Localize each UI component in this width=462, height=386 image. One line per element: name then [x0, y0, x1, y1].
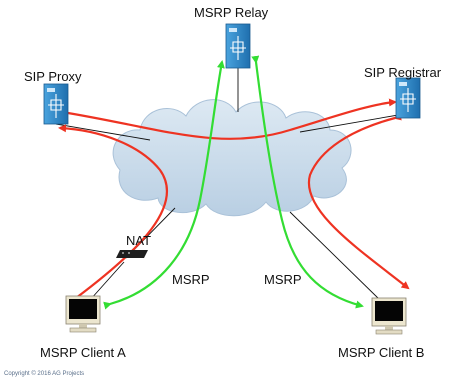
computer-icon	[371, 297, 407, 335]
server-icon	[43, 83, 69, 125]
client-b-label: MSRP Client B	[338, 345, 425, 360]
msrp-media-arrows	[103, 55, 364, 310]
computer-icon	[65, 295, 101, 333]
router-icon	[116, 250, 148, 258]
client-a-label: MSRP Client A	[40, 345, 126, 360]
copyright-text: Copyright © 2016 AG Projects	[4, 371, 85, 377]
msrp-relay-label: MSRP Relay	[194, 5, 269, 20]
sip-proxy-label: SIP Proxy	[24, 69, 82, 84]
msrp-left-label: MSRP	[172, 272, 210, 287]
nat-label: NAT	[126, 233, 152, 248]
server-icon	[395, 77, 421, 119]
server-icon	[225, 23, 251, 69]
msrp-right-label: MSRP	[264, 272, 302, 287]
sip-registrar-label: SIP Registrar	[364, 65, 442, 80]
